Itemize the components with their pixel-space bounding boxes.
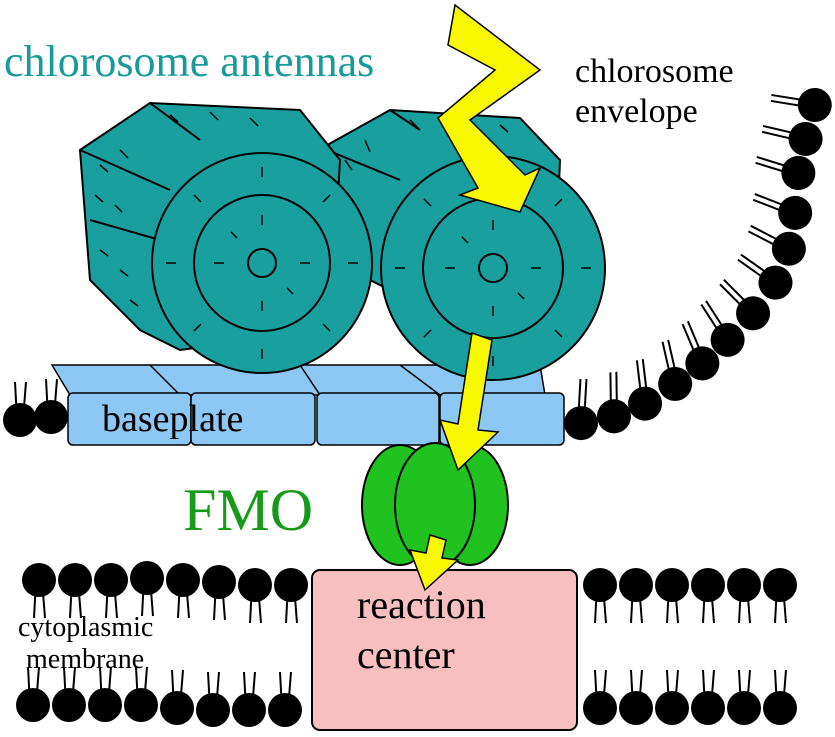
baseplate	[50, 364, 565, 446]
chlorosome-antennas-label: chlorosome antennas	[4, 37, 374, 86]
reaction-center-label-2: center	[357, 632, 455, 677]
cytoplasmic-membrane-label-2: membrane	[26, 644, 144, 675]
antenna-to-baseplate-arrow	[438, 331, 500, 472]
fmo-protein	[361, 442, 509, 568]
light-lightning-arrow	[437, 3, 542, 213]
fmo-to-reaction-center-arrow	[408, 534, 460, 592]
chlorosome-envelope-label-2: envelope	[575, 93, 698, 130]
baseplate-label: baseplate	[102, 398, 243, 440]
chlorosome-antenna-right	[320, 108, 606, 381]
fmo-label: FMO	[183, 477, 313, 543]
chlorosome-envelope-lipids-left	[2, 378, 69, 438]
reaction-center-label-1: reaction	[357, 582, 486, 627]
chlorosome-envelope-label-1: chlorosome	[575, 53, 734, 90]
chlorosome-antenna-left	[78, 101, 373, 374]
energy-transfer-arrows	[408, 3, 542, 592]
cytoplasmic-membrane-label-1: cytoplasmic	[18, 612, 153, 643]
